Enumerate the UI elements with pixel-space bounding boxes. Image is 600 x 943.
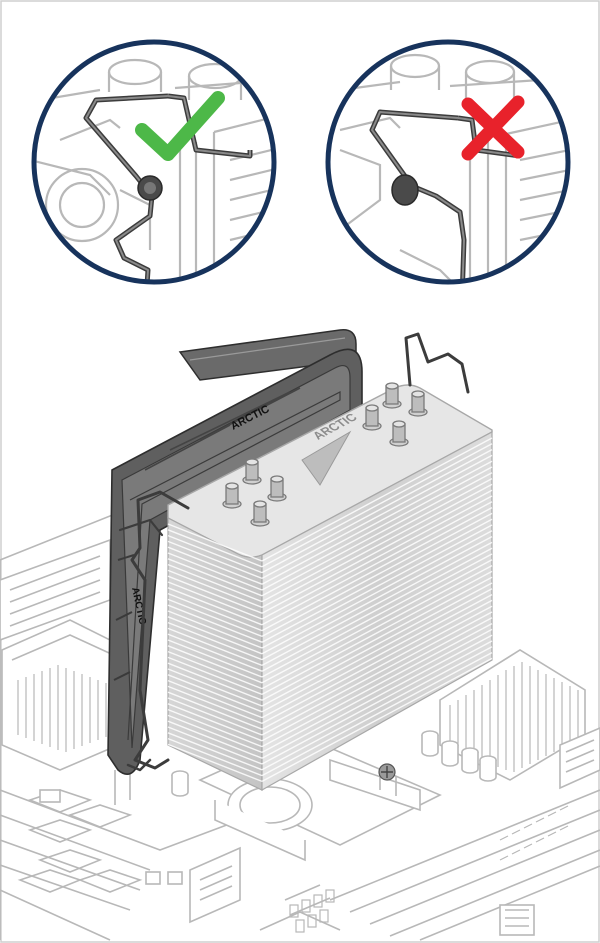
heatsink-fin-left bbox=[167, 679, 263, 719]
heatsink-fin-left bbox=[167, 621, 263, 661]
heatsink-fin-right bbox=[261, 524, 493, 649]
heatsink-fin-right bbox=[261, 535, 493, 661]
heatsink-fin-right bbox=[261, 576, 493, 701]
heatsink-fin-right bbox=[261, 518, 493, 643]
heatsink-fin-right bbox=[261, 501, 493, 626]
heatsink-fin-right bbox=[261, 564, 493, 690]
heatsink-fin-right bbox=[261, 617, 493, 742]
heatsink-fin-left bbox=[167, 697, 263, 736]
heatsink-fin-left bbox=[167, 737, 263, 777]
heatsink-fin-right bbox=[261, 460, 493, 585]
heatsink-fin-left bbox=[167, 575, 263, 614]
heatsink-fin-left bbox=[167, 534, 263, 574]
heatsink-fin-right bbox=[261, 588, 493, 713]
callout-correct bbox=[31, 39, 277, 285]
heatsink-fin-left bbox=[167, 674, 263, 713]
heatsink-fin-left bbox=[167, 662, 263, 701]
heatsink-fin-left bbox=[167, 726, 263, 765]
heatsink-fin-left bbox=[167, 668, 263, 707]
fan-clips bbox=[118, 332, 470, 772]
heatsink-fin-right bbox=[261, 489, 493, 614]
heatsink-fin-left bbox=[167, 540, 263, 580]
heatsink-fin-right bbox=[261, 559, 493, 684]
heatsink-fin-left bbox=[167, 639, 263, 678]
heatsink-fin-left bbox=[167, 650, 263, 690]
heatsink-fin-right bbox=[261, 646, 493, 771]
heatsink-fin-left bbox=[167, 633, 263, 672]
heatsink-fin-right bbox=[261, 628, 493, 754]
heatsink-fin-left bbox=[167, 592, 263, 632]
heatsink-fin-right bbox=[261, 547, 493, 672]
heatsink-fin-right bbox=[261, 454, 493, 580]
heatsink-fin-left bbox=[167, 732, 263, 771]
heatsink-fin-right bbox=[261, 634, 493, 759]
callout-incorrect bbox=[325, 39, 571, 285]
heatsink-fin-right bbox=[261, 611, 493, 736]
heatsink-fin-right bbox=[261, 657, 493, 783]
heatsink-fin-right bbox=[261, 437, 493, 562]
heatsink-fin-right bbox=[261, 622, 493, 748]
heatsink-fin-left bbox=[167, 569, 263, 609]
heatsink-fin-left bbox=[167, 714, 263, 754]
heatsink-fin-right bbox=[261, 466, 493, 591]
heatsink-fin-left bbox=[167, 703, 263, 742]
heatsink-fin-left bbox=[167, 627, 263, 667]
heatsink-fin-left bbox=[167, 552, 263, 591]
heatsink: ARCTIC bbox=[167, 384, 493, 792]
heatsink-fin-left bbox=[167, 610, 263, 649]
heatsink-fin-right bbox=[261, 506, 493, 632]
heatsink-fin-right bbox=[261, 593, 493, 719]
heatsink-fin-left bbox=[167, 616, 263, 655]
heatsink-fin-left bbox=[167, 563, 263, 603]
heatsink-fin-left bbox=[167, 720, 263, 759]
heatsink-fin-right bbox=[261, 582, 493, 707]
heatpipe-tips bbox=[222, 382, 428, 527]
heatsink-fin-right bbox=[261, 570, 493, 696]
cross-icon bbox=[461, 95, 525, 161]
heatsink-fin-left bbox=[167, 546, 263, 585]
heatsink-fin-left bbox=[167, 581, 263, 620]
heatsink-fin-right bbox=[261, 541, 493, 667]
socket-screw bbox=[378, 763, 396, 781]
heatsink-fin-right bbox=[261, 443, 493, 568]
motherboard bbox=[0, 499, 600, 941]
heatsink-fin-right bbox=[261, 599, 493, 725]
heatsink-fin-right bbox=[261, 483, 493, 609]
heatsink-fin-left bbox=[167, 645, 263, 684]
heatsink-fin-left bbox=[167, 604, 263, 643]
heatsink-fin-right bbox=[261, 553, 493, 678]
heatsink-fin-left bbox=[167, 523, 263, 562]
heatsink-fin-left bbox=[167, 685, 263, 725]
heatsink-fin-right bbox=[261, 477, 493, 603]
heatsink-fin-left bbox=[167, 529, 263, 568]
heatsink-fin-right bbox=[261, 605, 493, 730]
heatsink-fin-left bbox=[167, 708, 263, 748]
heatsink-fin-left bbox=[167, 691, 263, 730]
heatsink-fin-left bbox=[167, 656, 263, 696]
checkmark-icon bbox=[135, 91, 225, 161]
heatsink-fin-right bbox=[261, 530, 493, 655]
heatsink-fin-right bbox=[261, 448, 493, 574]
heatsink-fin-left bbox=[167, 598, 263, 638]
heatsink-fin-right bbox=[261, 512, 493, 638]
heatsink-fin-right bbox=[261, 495, 493, 620]
heatsink-fin-left bbox=[167, 743, 263, 783]
heatsink-fin-right bbox=[261, 640, 493, 765]
heatsink-fin-right bbox=[261, 651, 493, 777]
heatsink-fin-right bbox=[261, 472, 493, 597]
heatsink-fin-left bbox=[167, 587, 263, 626]
heatsink-fin-left bbox=[167, 558, 263, 597]
